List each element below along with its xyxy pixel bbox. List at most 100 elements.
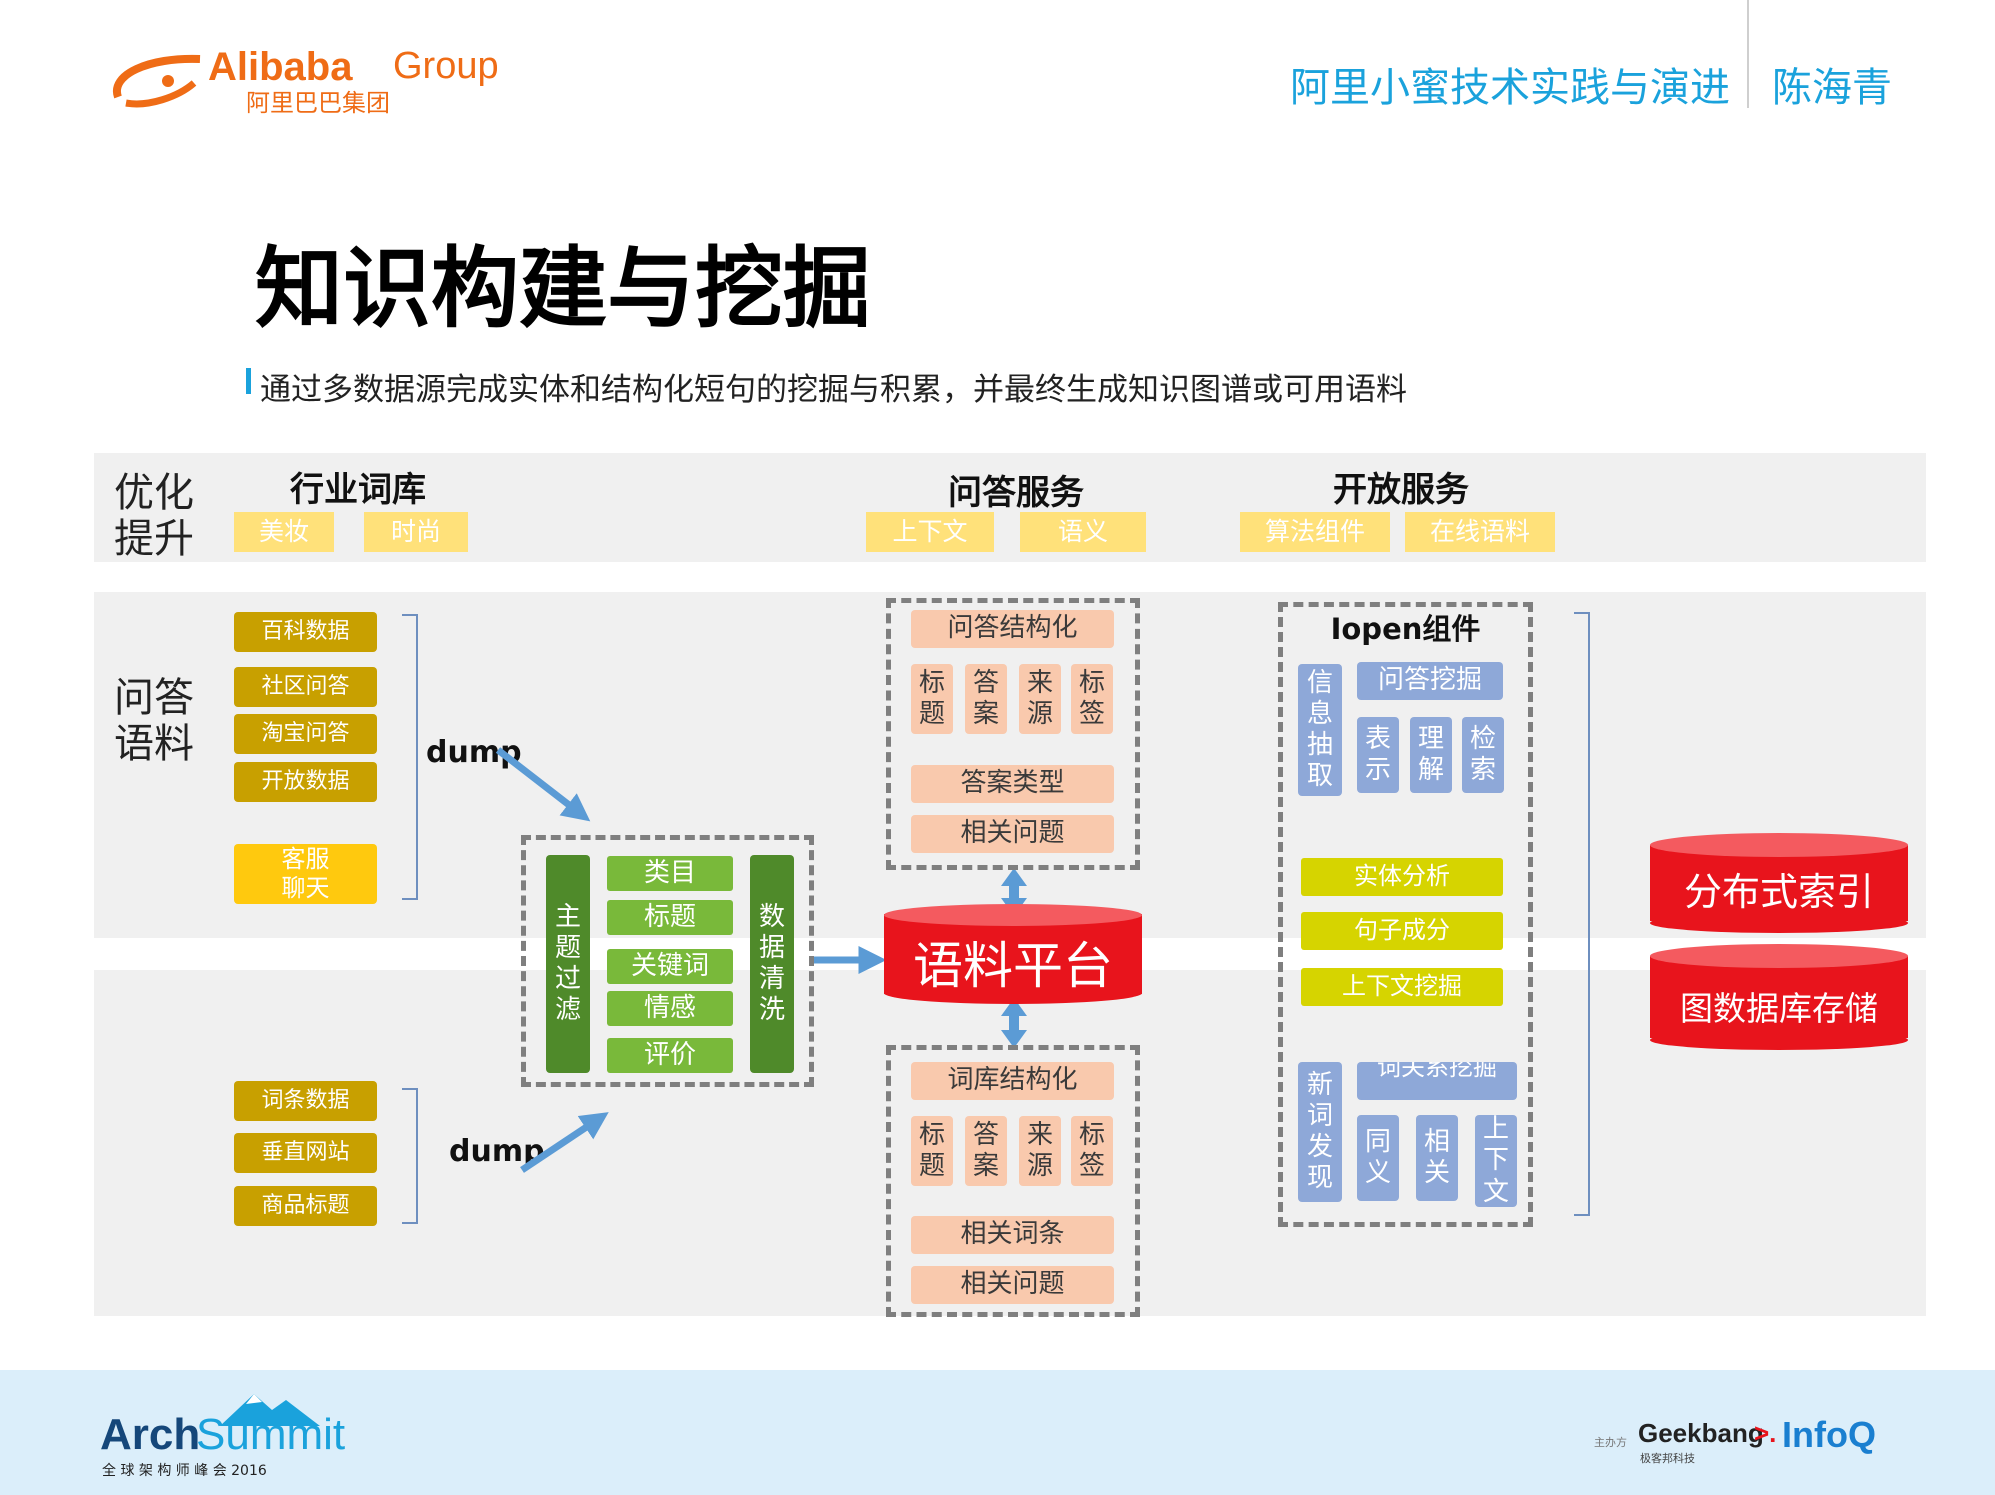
host-label: 主办方 bbox=[1594, 1436, 1627, 1449]
lex-field-char: 标 bbox=[918, 1119, 945, 1150]
qa-related-question: 相关问题 bbox=[911, 815, 1114, 853]
iopen-title: Iopen组件 bbox=[1330, 612, 1481, 646]
alibaba-logo: Alibaba Group 阿里巴巴集团 bbox=[108, 45, 508, 117]
topic-filter-char: 过 bbox=[554, 964, 581, 994]
info-extract-char: 信 bbox=[1306, 667, 1333, 698]
qa-field-char: 标 bbox=[918, 667, 945, 698]
platform-bottom-ellipse bbox=[884, 982, 1142, 1004]
lex-field-char: 答 bbox=[972, 1119, 999, 1150]
lex-field-char: 标 bbox=[1078, 1119, 1105, 1150]
graphdb-label: 图数据库存储 bbox=[1680, 989, 1878, 1028]
qa-struct-arrow-up bbox=[1001, 868, 1027, 886]
sources-bottom-bracket bbox=[402, 1088, 418, 1224]
tag-semantic: 语义 bbox=[1020, 512, 1146, 552]
info-extract-char: 息 bbox=[1306, 698, 1333, 729]
iopen-char: 上 bbox=[1482, 1114, 1509, 1145]
qa-band-label-line1: 问答 bbox=[114, 675, 194, 721]
data-clean-char: 据 bbox=[758, 932, 785, 963]
lex-field-char: 源 bbox=[1026, 1151, 1053, 1181]
arch-text: Arch bbox=[100, 1410, 201, 1459]
info-extract-column: 信 息 抽 取 bbox=[1298, 664, 1342, 796]
iopen-char: 下 bbox=[1482, 1145, 1509, 1176]
iopen-char: 关 bbox=[1423, 1158, 1450, 1188]
index-top-ellipse bbox=[1650, 833, 1908, 857]
iopen-char: 同 bbox=[1364, 1126, 1391, 1157]
qa-mining: 问答挖掘 bbox=[1357, 662, 1503, 700]
new-word-char: 现 bbox=[1306, 1163, 1333, 1194]
speaker-name: 陈海青 bbox=[1772, 65, 1892, 111]
topic-filter-column: 主 题 过 滤 bbox=[546, 855, 590, 1073]
source-taobao-qa: 淘宝问答 bbox=[234, 714, 377, 754]
graphdb-top-ellipse bbox=[1650, 944, 1908, 968]
index-label: 分布式索引 bbox=[1683, 870, 1874, 914]
iopen-char: 理 bbox=[1417, 723, 1444, 754]
info-extract-char: 取 bbox=[1306, 761, 1333, 792]
source-vertical-site: 垂直网站 bbox=[234, 1133, 377, 1173]
talk-title: 阿里小蜜技术实践与演进 bbox=[1290, 65, 1730, 111]
lex-field-char: 案 bbox=[972, 1151, 999, 1181]
qa-band-label: 问答 语料 bbox=[114, 675, 194, 767]
tag-online-corpus: 在线语料 bbox=[1405, 512, 1555, 552]
qa-field-char: 题 bbox=[918, 699, 945, 729]
qa-field-answer: 答案 bbox=[965, 664, 1007, 734]
tag-context: 上下文 bbox=[866, 512, 994, 552]
archsummit-logo: Arch Summit 全 球 架 构 师 峰 会 2016 bbox=[100, 1388, 360, 1479]
iopen-char: 表 bbox=[1364, 723, 1391, 754]
qa-field-char: 签 bbox=[1078, 699, 1105, 729]
tag-beauty: 美妆 bbox=[234, 512, 334, 552]
logo-group-text: Group bbox=[393, 45, 499, 87]
lex-field-char: 来 bbox=[1026, 1119, 1053, 1150]
context-mining: 上下文挖掘 bbox=[1301, 968, 1503, 1006]
tag-fashion: 时尚 bbox=[364, 512, 468, 552]
data-clean-char: 洗 bbox=[758, 995, 785, 1026]
index-bottom-ellipse bbox=[1650, 913, 1908, 933]
source-product-title: 商品标题 bbox=[234, 1186, 377, 1226]
iopen-box bbox=[1278, 602, 1533, 1227]
qa-field-char: 源 bbox=[1026, 699, 1053, 729]
lexicon-struct-title: 词库结构化 bbox=[911, 1062, 1114, 1100]
lexicon-struct-box bbox=[886, 1045, 1140, 1317]
qa-field-title: 标题 bbox=[911, 664, 953, 734]
summit-text: Summit bbox=[196, 1410, 346, 1459]
entity-analysis: 实体分析 bbox=[1301, 858, 1503, 896]
source-open-data: 开放数据 bbox=[234, 762, 377, 802]
iopen-char: 义 bbox=[1364, 1158, 1391, 1188]
qa-field-retrieve: 检索 bbox=[1462, 717, 1504, 793]
alibaba-smile-icon bbox=[112, 54, 201, 108]
qa-field-understand: 理解 bbox=[1410, 717, 1452, 793]
iopen-char: 相 bbox=[1423, 1126, 1450, 1157]
mountain-icon bbox=[220, 1394, 320, 1426]
topic-filter-char: 主 bbox=[554, 901, 581, 932]
data-clean-char: 数 bbox=[758, 901, 785, 932]
chat-line1: 客服 bbox=[281, 845, 330, 874]
process-box bbox=[521, 835, 814, 1087]
logo-alibaba-text: Alibaba bbox=[208, 45, 353, 89]
platform-body bbox=[884, 914, 1142, 994]
geekbang-arrow: >. bbox=[1754, 1418, 1777, 1448]
platform-top-ellipse bbox=[884, 904, 1142, 926]
qa-field-char: 来 bbox=[1026, 667, 1053, 698]
graphdb-body bbox=[1650, 956, 1908, 1038]
lex-related-question: 相关问题 bbox=[911, 1266, 1114, 1304]
header-divider bbox=[1747, 0, 1749, 108]
iopen-char: 索 bbox=[1469, 755, 1496, 785]
qa-struct-box bbox=[886, 598, 1140, 870]
new-word-char: 发 bbox=[1306, 1132, 1333, 1162]
new-word-char: 词 bbox=[1306, 1100, 1333, 1131]
feature-review: 评价 bbox=[607, 1038, 733, 1073]
feature-title: 标题 bbox=[607, 900, 733, 935]
rel-field-synonym: 同义 bbox=[1357, 1115, 1399, 1201]
chat-line2: 聊天 bbox=[281, 874, 330, 902]
footer-bar bbox=[0, 1370, 1995, 1495]
sources-top-bracket bbox=[402, 614, 418, 900]
dump-arrow-top bbox=[495, 747, 591, 822]
topic-filter-char: 题 bbox=[554, 932, 581, 963]
graphdb-bottom-ellipse bbox=[1650, 1030, 1908, 1050]
qa-struct-title: 问答结构化 bbox=[911, 610, 1114, 648]
rel-field-related: 相关 bbox=[1416, 1115, 1458, 1201]
lex-related-entry: 相关词条 bbox=[911, 1216, 1114, 1254]
data-clean-column: 数 据 清 洗 bbox=[750, 855, 794, 1073]
sentence-component: 句子成分 bbox=[1301, 912, 1503, 950]
feature-keyword: 关键词 bbox=[607, 949, 733, 984]
